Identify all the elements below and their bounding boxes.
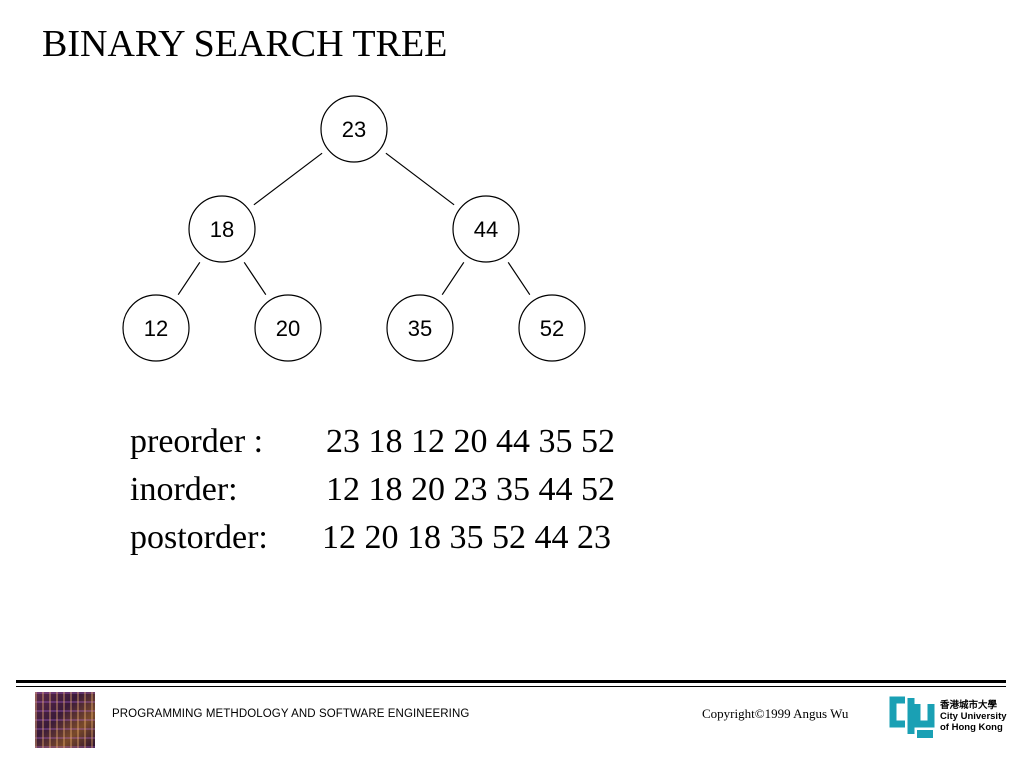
cityu-logo-wordmark: 香港城市大學 City University of Hong Kong <box>940 700 1007 733</box>
tree-node-35: 35 <box>386 294 454 362</box>
tree-edge-44-35 <box>441 261 465 296</box>
traversal-sequence: 23 18 12 20 44 35 52 <box>326 423 615 460</box>
tree-node-circle <box>452 195 520 263</box>
tree-node-label: 12 <box>144 316 168 341</box>
tree-edge-44-52 <box>507 261 531 296</box>
traversal-label: postorder: <box>130 519 268 556</box>
traversal-label: inorder: <box>130 471 238 508</box>
tree-node-44: 44 <box>452 195 520 263</box>
tree-node-label: 18 <box>210 217 234 242</box>
tree-node-12: 12 <box>122 294 190 362</box>
footer-copyright: Copyright©1999 Angus Wu <box>702 706 849 721</box>
tree-edges <box>177 152 531 296</box>
logo-english-name-line2: of Hong Kong <box>940 722 1003 733</box>
tree-edge-18-20 <box>243 261 267 296</box>
tree-node-label: 20 <box>276 316 300 341</box>
tree-edge-23-18 <box>253 152 323 206</box>
tree-edge-18-12 <box>177 261 201 296</box>
tree-node-20: 20 <box>254 294 322 362</box>
logo-chinese-name: 香港城市大學 <box>940 700 998 711</box>
tree-node-circle <box>188 195 256 263</box>
traversal-row-postorder: postorder: 12 20 18 35 52 44 23 <box>130 514 615 562</box>
traversal-sequence: 12 18 20 23 35 44 52 <box>326 471 615 508</box>
tree-node-circle <box>122 294 190 362</box>
footer-divider-thin <box>16 686 1006 687</box>
tree-node-label: 44 <box>474 217 498 242</box>
logo-english-name-line1: City University <box>940 711 1007 722</box>
traversal-row-preorder: preorder : 23 18 12 20 44 35 52 <box>130 418 615 466</box>
tree-node-circle <box>254 294 322 362</box>
footer-divider <box>16 680 1006 683</box>
tree-edge-23-44 <box>385 152 455 206</box>
traversal-list: preorder : 23 18 12 20 44 35 52 inorder:… <box>130 418 615 562</box>
tree-nodes: 23 18 44 12 20 35 52 <box>122 95 586 362</box>
tree-node-label: 23 <box>342 117 366 142</box>
traversal-sequence: 12 20 18 35 52 44 23 <box>322 519 611 556</box>
tree-node-18: 18 <box>188 195 256 263</box>
footer-thumbnail-image <box>35 692 95 748</box>
traversal-label: preorder : <box>130 423 264 460</box>
traversal-row-inorder: inorder: 12 18 20 23 35 44 52 <box>130 466 615 514</box>
tree-node-circle <box>320 95 388 163</box>
tree-node-circle <box>518 294 586 362</box>
tree-node-23: 23 <box>320 95 388 163</box>
tree-node-circle <box>386 294 454 362</box>
cityu-logo-icon <box>889 696 935 738</box>
tree-node-52: 52 <box>518 294 586 362</box>
tree-node-label: 35 <box>408 316 432 341</box>
slide-title: BINARY SEARCH TREE <box>42 23 448 65</box>
footer-course-title: PROGRAMMING METHDOLOGY AND SOFTWARE ENGI… <box>112 708 470 720</box>
binary-search-tree-diagram: 23 18 44 12 20 35 52 <box>122 95 586 362</box>
tree-node-label: 52 <box>540 316 564 341</box>
